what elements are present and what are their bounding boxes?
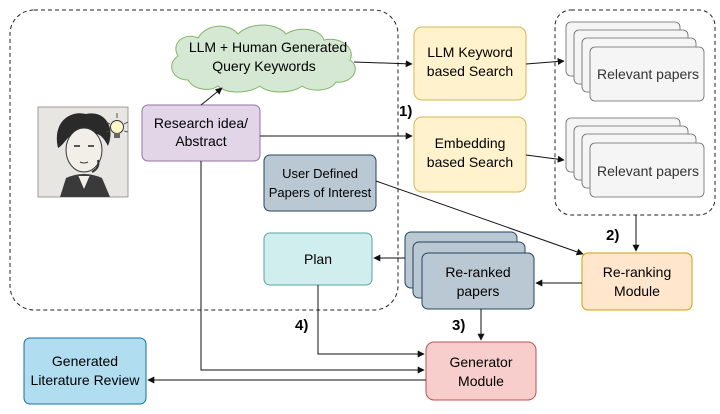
llm-keyword-search-node: LLM Keyword based Search <box>413 26 527 101</box>
arrow-idea-to-cloud <box>200 87 223 106</box>
relevant-papers-stack-bottom: Relevant papers <box>565 117 705 198</box>
user-defined-line-1: User Defined <box>282 166 358 181</box>
reranked-papers-stack: Re-ranked papers <box>404 231 535 310</box>
research-idea-node: Research idea/ Abstract <box>141 104 261 162</box>
research-idea-line-2: Abstract <box>175 133 226 149</box>
embedding-search-node: Embedding based Search <box>413 116 527 193</box>
keywords-cloud: LLM + Human Generated Query Keywords <box>171 24 356 93</box>
plan-label: Plan <box>304 251 332 267</box>
embedding-search-line-1: Embedding <box>435 135 506 151</box>
user-defined-papers-node: User Defined Papers of Interest <box>263 154 377 212</box>
embedding-search-line-2: based Search <box>427 154 513 170</box>
plan-node: Plan <box>263 232 373 286</box>
relevant-papers-bottom-label: Relevant papers <box>597 163 699 179</box>
arrow-cloud-to-llm-search <box>353 60 413 68</box>
arrow-llm-search-to-papers <box>525 58 565 65</box>
arrow-plan-to-generator <box>317 285 425 358</box>
idea-group-boundary <box>9 9 399 311</box>
generator-module-node: Generator Module <box>425 341 537 401</box>
relevant-papers-top-label: Relevant papers <box>597 66 699 82</box>
keywords-cloud-line-1: LLM + Human Generated <box>189 39 347 55</box>
generator-module-line-2: Module <box>458 373 504 389</box>
step-label-4: 4) <box>295 317 308 334</box>
llm-keyword-search-line-1: LLM Keyword <box>427 44 513 60</box>
research-idea-line-1: Research idea/ <box>154 115 248 131</box>
step-label-1: 1) <box>399 103 412 120</box>
step-label-3: 3) <box>452 317 465 334</box>
generated-review-node: Generated Literature Review <box>23 337 147 405</box>
keywords-cloud-line-2: Query Keywords <box>212 58 315 74</box>
arrow-idea-to-generator <box>200 161 425 374</box>
arrow-user-defined-to-reranking <box>375 180 584 256</box>
portrait-icon <box>37 106 129 198</box>
relevant-papers-stack-top: Relevant papers <box>565 21 705 102</box>
reranked-papers-line-2: papers <box>457 283 500 299</box>
reranked-papers-line-1: Re-ranked <box>445 264 510 280</box>
reranking-module-node: Re-ranking Module <box>581 252 693 311</box>
generated-review-line-1: Generated <box>52 353 118 369</box>
step-label-2: 2) <box>606 227 619 244</box>
reranking-module-line-1: Re-ranking <box>603 264 671 280</box>
search-results-group-boundary <box>554 9 716 216</box>
llm-keyword-search-line-2: based Search <box>427 63 513 79</box>
reranking-module-line-2: Module <box>614 283 660 299</box>
generated-review-line-2: Literature Review <box>31 372 141 388</box>
connectors <box>147 58 640 384</box>
generator-module-line-1: Generator <box>449 354 512 370</box>
user-defined-line-2: Papers of Interest <box>269 185 372 200</box>
arrow-embedding-search-to-papers <box>525 154 565 163</box>
